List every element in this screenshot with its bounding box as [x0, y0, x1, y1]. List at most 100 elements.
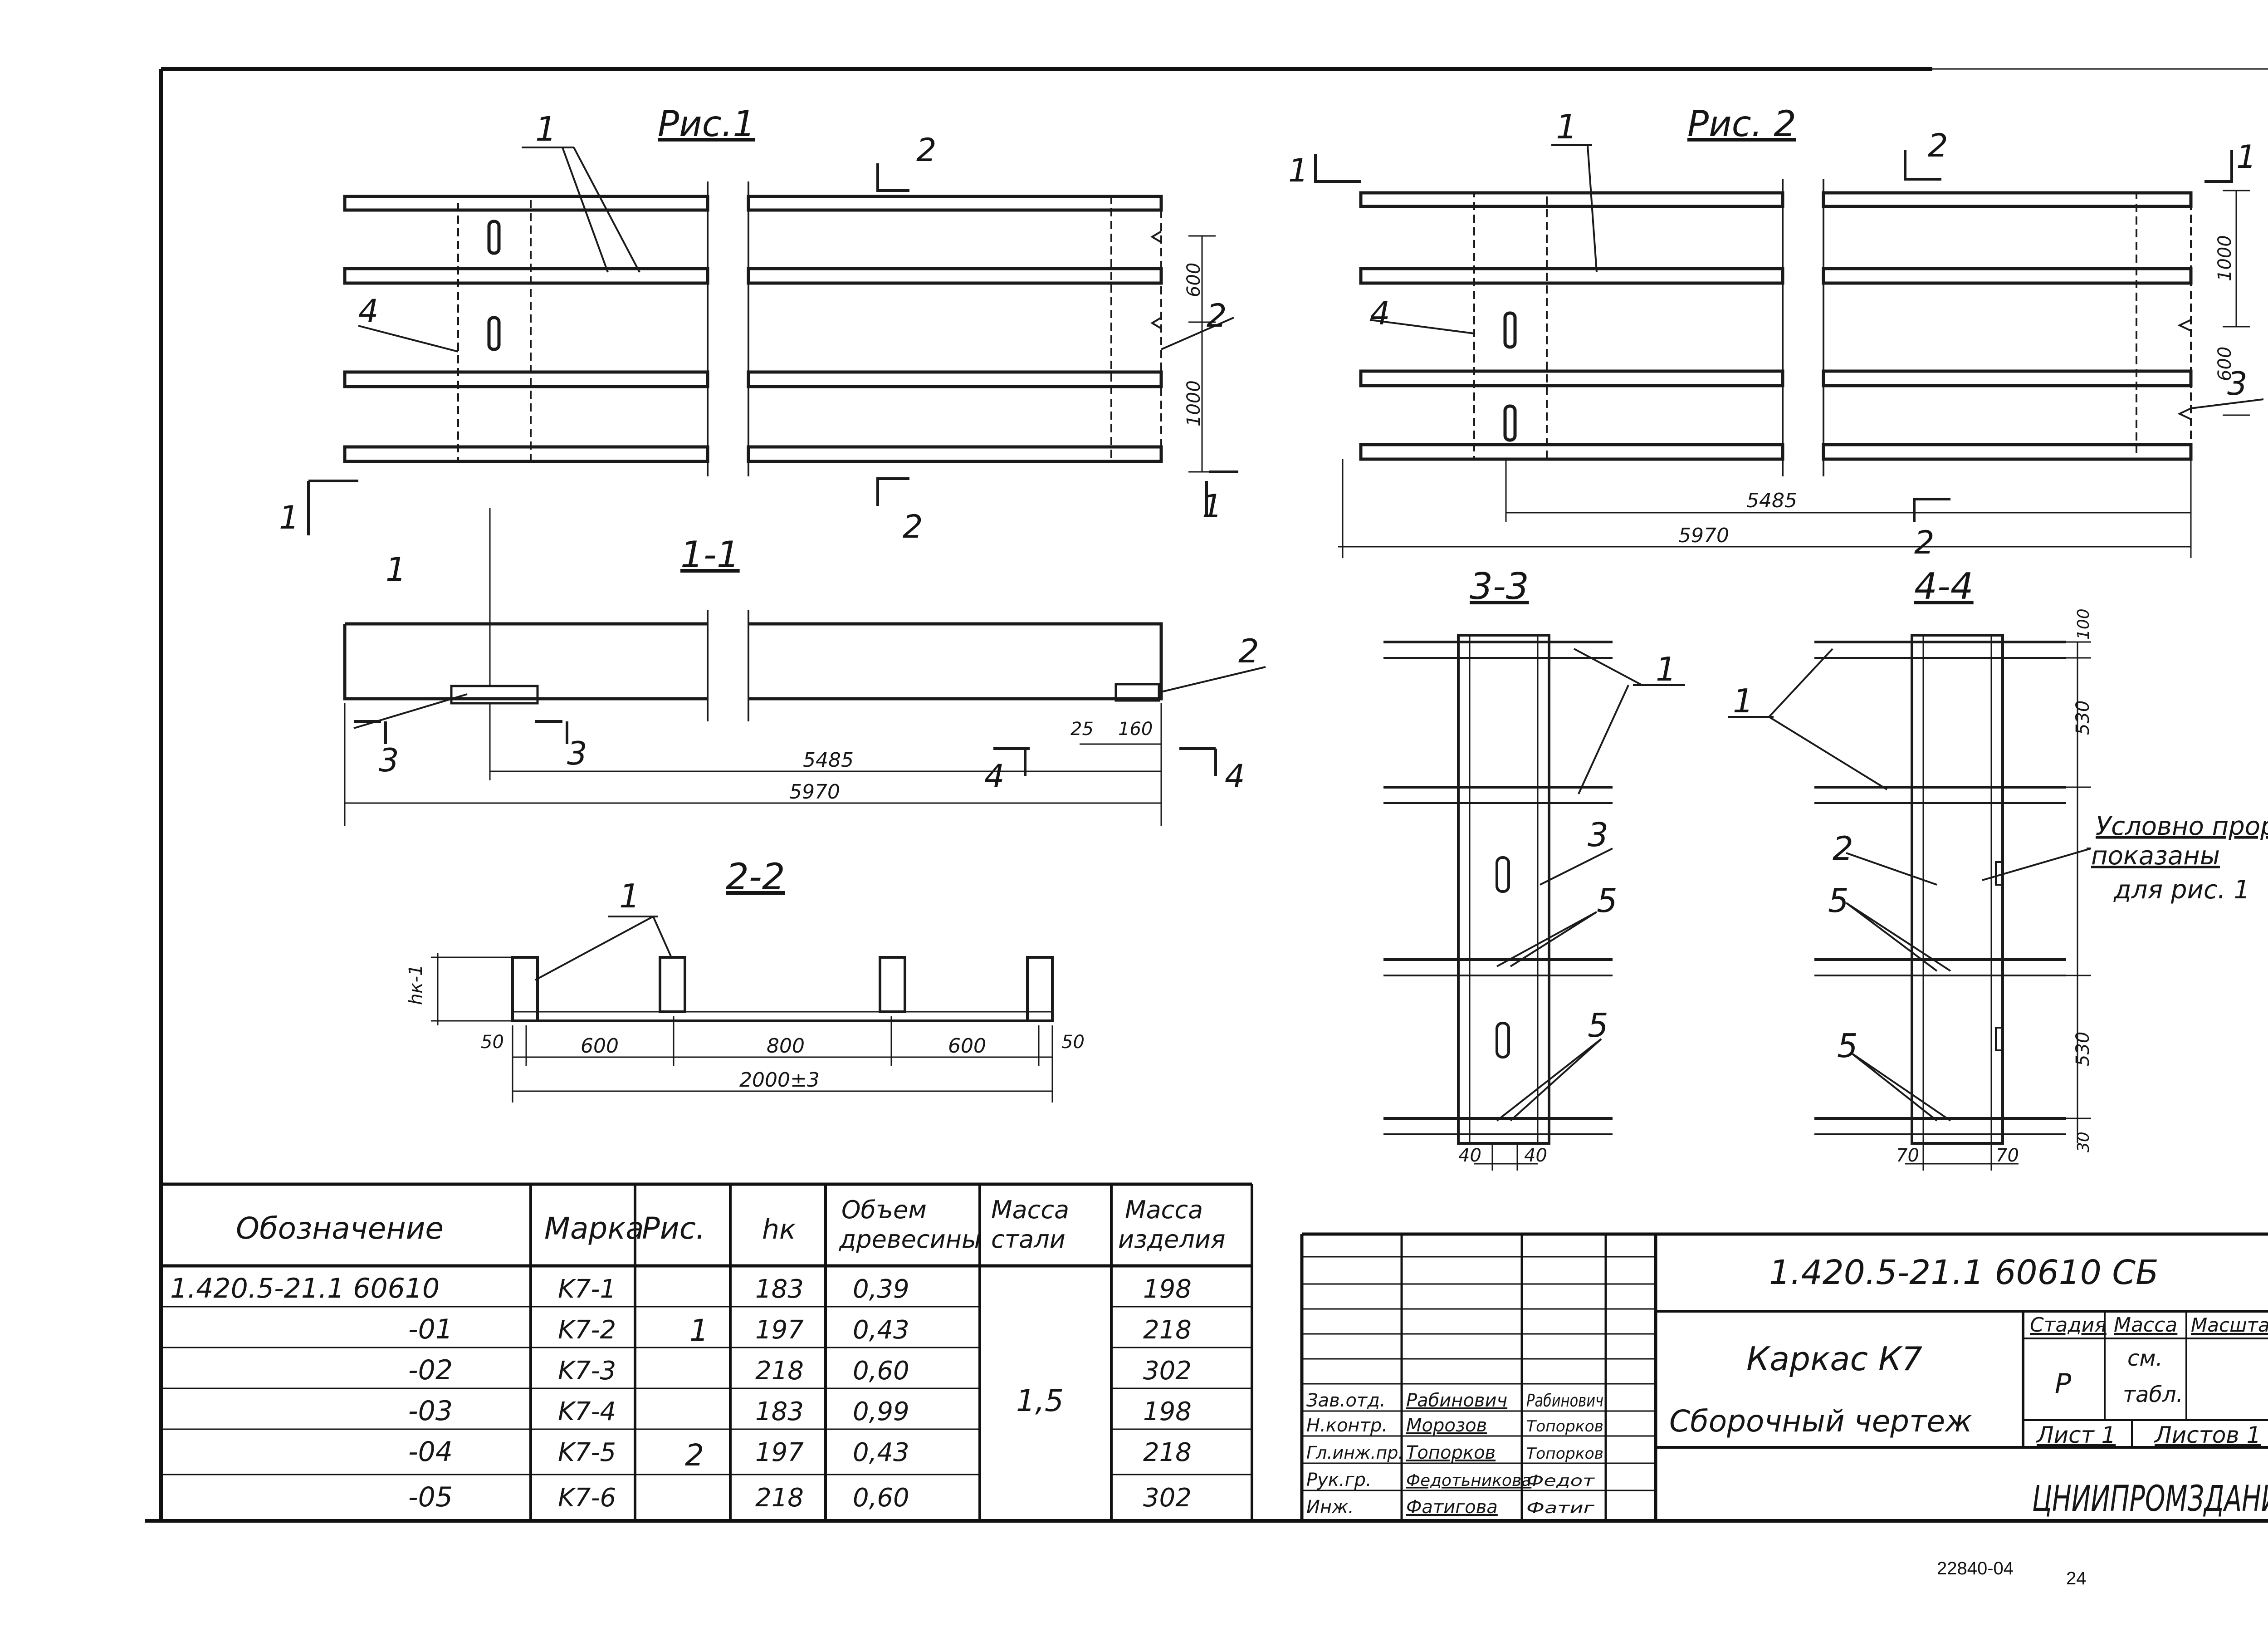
signature-head-dept: Рабинович [1526, 1391, 1603, 1411]
s44-label-2: 2 [1833, 829, 1853, 867]
sheet-frame [145, 67, 2268, 1523]
spec-row-3-wood: 0,60 [853, 1356, 909, 1386]
section-3-3 [1383, 634, 1685, 1171]
fig2-cut-2-top: 2 [1928, 127, 1948, 164]
s44-dim-70-right: 70 [1996, 1145, 2019, 1166]
role-head-dept: Зав.отд. [1306, 1390, 1386, 1411]
s11-label-2: 2 [1238, 632, 1259, 670]
fig1-cut-2-top: 2 [916, 132, 937, 169]
spec-row-6-wood: 0,60 [853, 1483, 909, 1513]
spec-row-2-mark: K7-2 [558, 1315, 616, 1345]
title-organization: ЦНИИПРОМЗДАНИЙ [2032, 1477, 2268, 1519]
s44-dim-30: 30 [2074, 1132, 2093, 1152]
fig2-dim-1000: 1000 [2214, 235, 2235, 281]
name-chief-engineer: Топорков [1406, 1442, 1496, 1463]
fig2-title: Рис. 2 [1687, 104, 1796, 145]
title-mass-label: Масса [2114, 1313, 2177, 1337]
spec-row-1-mark: K7-1 [558, 1274, 616, 1304]
note-line-3: для рис. 1 [2113, 875, 2250, 905]
signature-group-lead: Федот [1526, 1472, 1595, 1490]
fig2-cut-1-right: 1 [2236, 138, 2257, 176]
s11-dim-5485: 5485 [803, 749, 854, 772]
signature-engineer: Фатиг [1526, 1499, 1595, 1517]
spec-row-3-mark: K7-3 [558, 1356, 616, 1386]
section-2-2-title: 2-2 [726, 856, 785, 898]
spec-row-4-hk: 183 [755, 1397, 804, 1426]
s11-cut-3-right: 3 [567, 735, 587, 772]
spec-row-2-wood: 0,43 [853, 1315, 909, 1345]
role-norm-control: Н.контр. [1306, 1415, 1388, 1436]
section-1-1-title: 1-1 [680, 534, 740, 576]
s11-dim-160: 160 [1118, 719, 1153, 740]
title-mass-value-1: см. [2127, 1346, 2163, 1371]
s44-dim-70-left: 70 [1896, 1145, 1919, 1166]
spec-row-4-mass: 198 [1143, 1397, 1192, 1426]
role-group-lead: Рук.гр. [1306, 1470, 1372, 1490]
spec-row-5-mark: K7-5 [558, 1438, 616, 1467]
note-line-2: показаны [2091, 841, 2220, 871]
s22-dim-50-right: 50 [1061, 1032, 1085, 1053]
spec-steel-mass: 1,5 [1016, 1383, 1064, 1418]
s22-dim-600-left: 600 [581, 1034, 619, 1058]
fig1-label-1: 1 [535, 110, 557, 149]
spec-row-6-mark: K7-6 [558, 1483, 616, 1513]
title-stage-value: Р [2055, 1368, 2072, 1400]
spec-row-2-hk: 197 [755, 1315, 804, 1345]
fig1-cut-1-left: 1 [279, 499, 299, 536]
spec-row-2-designation: -01 [408, 1313, 453, 1345]
spec-row-1-wood: 0,39 [853, 1274, 909, 1304]
spec-row-3-hk: 218 [755, 1356, 804, 1386]
spec-fig-group-2: 2 [685, 1438, 704, 1473]
role-engineer: Инж. [1306, 1497, 1354, 1518]
title-code: 1.420.5-21.1 60610 СБ [1769, 1253, 2159, 1292]
fig1-dim-1000: 1000 [1183, 380, 1204, 426]
signature-chief-engineer: Топорков [1526, 1445, 1603, 1463]
section-4-4-title: 4-4 [1914, 565, 1974, 608]
spec-row-5-wood: 0,43 [853, 1438, 909, 1467]
s11-cut-4-right: 4 [1225, 758, 1245, 795]
s44-label-5-a: 5 [1828, 882, 1849, 920]
spec-row-4-designation: -03 [408, 1395, 453, 1427]
spec-row-3-designation: -02 [408, 1354, 453, 1386]
s22-dim-800: 800 [767, 1034, 805, 1058]
section-3-3-title: 3-3 [1470, 565, 1529, 608]
fig2-label-3: 3 [2227, 365, 2248, 402]
fig2-dim-5970: 5970 [1678, 524, 1729, 547]
s44-dim-530-bottom: 530 [2072, 1032, 2093, 1066]
spec-row-1-hk: 183 [755, 1274, 804, 1304]
fig1-title: Рис.1 [658, 104, 755, 145]
title-sheet-label: Лист 1 [2036, 1422, 2116, 1448]
fig1-label-2: 2 [1207, 297, 1227, 334]
s44-dim-530-top: 530 [2072, 701, 2093, 735]
fig2-dim-5485: 5485 [1746, 489, 1797, 512]
s22-label-1: 1 [619, 877, 640, 915]
s44-label-5-b: 5 [1837, 1027, 1858, 1065]
spec-header-designation: Обозначение [236, 1211, 444, 1246]
role-chief-engineer: Гл.инж.пр. [1306, 1443, 1403, 1463]
figure-2-plan [1314, 144, 2264, 558]
signature-norm-control: Топорков [1526, 1417, 1603, 1436]
s11-dim-5970: 5970 [789, 780, 840, 804]
spec-row-4-wood: 0,99 [853, 1397, 909, 1426]
name-group-lead: Федотьникова [1406, 1471, 1531, 1490]
title-block-grid [1300, 1232, 2268, 1521]
spec-row-1-designation: 1.420.5-21.1 60610 [170, 1273, 440, 1304]
s33-label-5-a: 5 [1597, 882, 1618, 920]
spec-row-3-mass: 302 [1143, 1356, 1192, 1386]
spec-row-6-hk: 218 [755, 1483, 804, 1513]
spec-row-2-mass: 218 [1143, 1315, 1192, 1345]
page-index: 24 [2066, 1568, 2087, 1588]
s33-label-3: 3 [1588, 816, 1608, 854]
s11-cut-3-left: 3 [379, 742, 399, 779]
spec-row-6-designation: -05 [408, 1481, 453, 1513]
s22-dim-2000: 2000±3 [739, 1068, 820, 1092]
title-sheets-label: Листов 1 [2154, 1422, 2261, 1448]
archive-number: 22840-04 [1937, 1558, 2014, 1578]
s33-dim-40-left: 40 [1458, 1145, 1481, 1166]
s44-label-1: 1 [1733, 682, 1754, 720]
spec-table-grid [161, 1182, 1253, 1521]
spec-row-5-mass: 218 [1143, 1438, 1192, 1467]
